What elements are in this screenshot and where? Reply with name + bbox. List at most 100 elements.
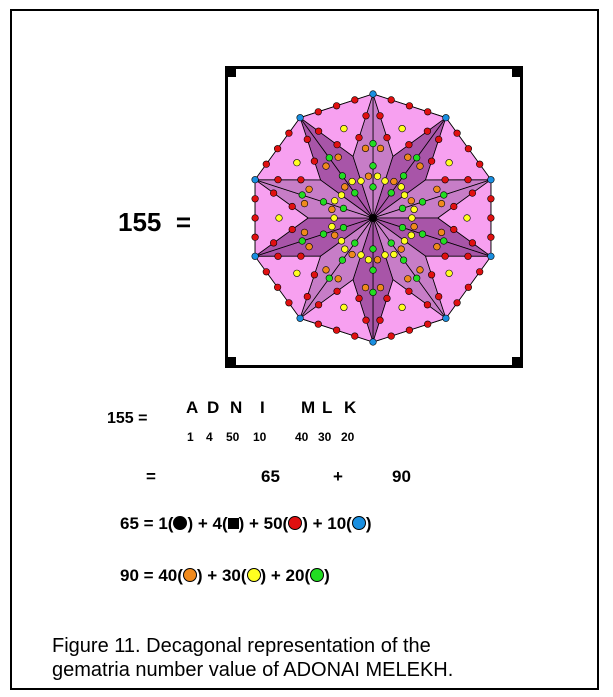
orange-dot bbox=[407, 197, 415, 205]
red-dot bbox=[450, 202, 458, 211]
green-dot bbox=[387, 239, 395, 247]
blue-dot bbox=[487, 252, 495, 260]
green-dot bbox=[400, 172, 408, 180]
green-dot bbox=[413, 274, 421, 282]
green-dot bbox=[400, 256, 408, 264]
blue-dot bbox=[442, 114, 450, 122]
red-dot bbox=[450, 225, 458, 234]
red-dot bbox=[314, 127, 323, 135]
red-dot bbox=[464, 176, 472, 184]
yellow-dot bbox=[293, 159, 301, 167]
yellow-dot bbox=[400, 191, 409, 199]
yellow-dot bbox=[337, 237, 346, 245]
red-dot bbox=[288, 202, 296, 211]
red-dot bbox=[424, 108, 432, 116]
red-dot bbox=[424, 320, 432, 328]
blue-dot bbox=[251, 176, 259, 184]
green-dot bbox=[339, 224, 348, 232]
orange-dot bbox=[305, 243, 313, 251]
red-dot bbox=[468, 189, 476, 197]
black-dot-icon bbox=[173, 516, 188, 530]
orange-dot bbox=[334, 153, 342, 161]
green-dot bbox=[369, 162, 377, 170]
red-dot bbox=[333, 287, 341, 295]
yellow-dot bbox=[357, 177, 365, 185]
yellow-dot bbox=[337, 191, 346, 199]
blue-dot bbox=[369, 338, 377, 346]
yellow-dot bbox=[390, 250, 398, 259]
line2-plus: + bbox=[333, 467, 343, 486]
orange-dot bbox=[361, 284, 370, 292]
green-dot bbox=[338, 256, 346, 264]
orange-dot bbox=[341, 183, 349, 191]
orange-dot bbox=[334, 275, 342, 283]
red-dot bbox=[487, 214, 495, 222]
line4: 90 = 40() + 30() + 20() bbox=[120, 566, 330, 585]
red-dot bbox=[310, 271, 318, 279]
letter-n: N bbox=[230, 398, 243, 417]
decagon-panel bbox=[225, 66, 523, 368]
orange-dot bbox=[437, 200, 446, 208]
blue-dot bbox=[251, 252, 259, 260]
red-dot bbox=[314, 108, 322, 116]
orange-dot bbox=[437, 228, 446, 236]
corner-mark bbox=[225, 66, 236, 77]
red-dot bbox=[476, 160, 484, 168]
red-dot bbox=[262, 268, 270, 276]
green-dot bbox=[351, 189, 359, 197]
red-dot bbox=[288, 225, 296, 234]
yellow-dot bbox=[445, 159, 453, 167]
yellow-dot bbox=[340, 303, 348, 311]
blue-dot-icon bbox=[351, 516, 366, 530]
yellow-dot bbox=[330, 214, 338, 222]
red-dot bbox=[314, 301, 323, 309]
red-dot bbox=[468, 239, 476, 247]
red-dot bbox=[297, 176, 305, 184]
red-dot bbox=[453, 299, 461, 307]
yellow-dot bbox=[340, 124, 348, 133]
orange-dot bbox=[404, 275, 412, 283]
orange-dot bbox=[322, 162, 330, 170]
letter-value: 1 bbox=[187, 430, 194, 444]
equation-value: 155 = bbox=[118, 207, 192, 237]
yellow-dot-icon bbox=[246, 568, 261, 582]
green-dot bbox=[319, 230, 328, 238]
red-dot bbox=[273, 283, 282, 291]
red-dot bbox=[251, 233, 259, 241]
line1-left: 155 = bbox=[107, 410, 148, 427]
orange-dot bbox=[433, 185, 441, 193]
green-dot bbox=[418, 198, 427, 206]
red-dot bbox=[464, 252, 472, 260]
red-dot bbox=[314, 320, 322, 328]
red-dot bbox=[383, 133, 391, 142]
red-dot bbox=[376, 112, 384, 120]
line2-a: 65 bbox=[261, 467, 280, 486]
orange-dot-icon bbox=[182, 568, 197, 582]
red-dot bbox=[387, 96, 395, 104]
blue-dot bbox=[487, 176, 495, 184]
letter-m: M bbox=[301, 398, 316, 417]
red-dot bbox=[269, 239, 278, 247]
orange-dot bbox=[410, 223, 418, 231]
yellow-dot bbox=[398, 303, 406, 311]
red-dot bbox=[303, 293, 311, 301]
yellow-dot bbox=[357, 251, 365, 259]
red-dot bbox=[428, 271, 436, 279]
red-dot bbox=[383, 294, 391, 302]
red-dot bbox=[441, 176, 449, 184]
red-dot bbox=[405, 141, 413, 149]
orange-dot bbox=[416, 266, 424, 274]
red-dot bbox=[310, 157, 318, 165]
yellow-dot bbox=[400, 237, 409, 245]
letter-value: 20 bbox=[341, 430, 355, 444]
red-dot bbox=[487, 195, 495, 203]
red-dot bbox=[405, 287, 413, 295]
orange-dot bbox=[397, 245, 405, 253]
orange-dot bbox=[376, 144, 385, 152]
yellow-dot bbox=[373, 172, 382, 180]
orange-dot bbox=[404, 153, 412, 161]
letter-d: D bbox=[207, 398, 220, 417]
caption-line-1: Figure 11. Decagonal representation of t… bbox=[52, 635, 431, 657]
red-dot bbox=[262, 160, 270, 168]
corner-mark bbox=[225, 357, 236, 368]
